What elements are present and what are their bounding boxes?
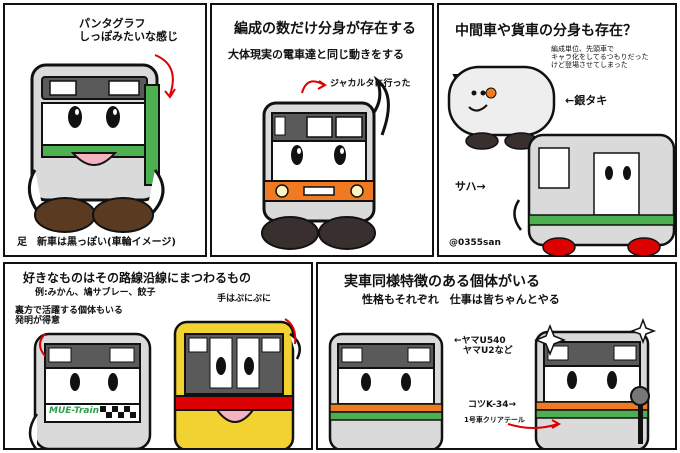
panel-2-subtitle: 大体現実の電車達と同じ動きをする (228, 48, 404, 61)
panel-4-note-left: 裏方で活躍する個体もいる 発明が得意 (15, 306, 123, 327)
panel-2-note: ジャカルタに行った (330, 79, 411, 89)
checker-pattern (100, 406, 136, 418)
panel-1-caption-bottom: 足 新車は黒っぽい(車輪イメージ) (17, 237, 176, 248)
panel-5-title: 実車同様特徴のある個体がいる (344, 274, 540, 290)
panel-4-art (28, 318, 302, 448)
panel-4-note-right: 手はぷにぷに (217, 294, 272, 304)
panel-3-label-taki: ←銀タキ (565, 94, 608, 107)
panel-1-caption-top: パンタグラフ しっぽみたいな感じ (79, 17, 178, 43)
panel-4-title: 好きなものはその路線沿線にまつわるもの (23, 271, 252, 285)
panel-5-note-yamau: ←ヤマU540 ヤマU2など (454, 336, 513, 357)
panel-3-art (447, 65, 675, 255)
panel-3-small-note: 編成単位、先頭車で キャラ化をしてるつもりだった けど登場させてしまった (551, 45, 649, 70)
panel-clones: 編成の数だけ分身が存在する 大体現実の電車達と同じ動きをする ジャカルタに行った (210, 3, 434, 257)
panel-3-title: 中間車や貨車の分身も存在？ (455, 23, 637, 39)
mue-train-logo: MUE-Train (49, 406, 99, 416)
panel-pantograph: パンタグラフ しっぽみたいな感じ 足 新車は黒っぽい(車輪イメージ) (3, 3, 207, 257)
panel-intermediate-cars: 中間車や貨車の分身も存在？ 編成単位、先頭車で キャラ化をしてるつもりだった け… (437, 3, 677, 257)
panel-2-art (261, 75, 390, 250)
panel-4-subtitle: 例:みかん、鳩サブレー、餃子 (35, 288, 156, 298)
panel-5-note-clear: 1号車クリアテール (464, 416, 525, 424)
panel-2-title: 編成の数だけ分身が存在する (234, 21, 416, 37)
panel-5-note-kotsu: コツK-34→ (468, 400, 516, 410)
panel-3-credit: @0355san (449, 238, 501, 248)
panel-3-label-saha: サハ→ (455, 180, 486, 193)
panel-5-subtitle: 性格もそれぞれ 仕事は皆ちゃんとやる (362, 293, 560, 306)
panel-5-art (328, 317, 657, 448)
panel-favorites: 好きなものはその路線沿線にまつわるもの 例:みかん、鳩サブレー、餃子 裏方で活躍… (3, 262, 313, 450)
panel-unique-individuals: 実車同様特徴のある個体がいる 性格もそれぞれ 仕事は皆ちゃんとやる ←ヤマU54… (316, 262, 677, 450)
panel-1-art (27, 54, 176, 233)
